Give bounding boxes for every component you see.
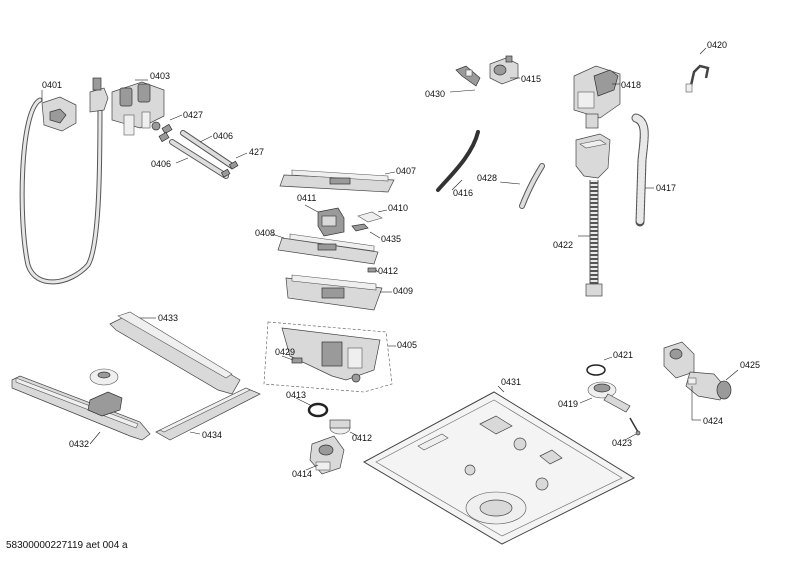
label-0433: 0433	[158, 313, 178, 323]
label-0406-b: 0406	[151, 159, 171, 169]
part-seal-ring-0413	[307, 402, 329, 418]
part-spray-arm-0432	[11, 375, 151, 441]
label-0424: 0424	[703, 416, 723, 426]
part-hook-0420	[685, 64, 710, 93]
label-0406-a: 0406	[213, 131, 233, 141]
label-0416: 0416	[453, 188, 473, 198]
part-pin-0412	[367, 267, 377, 273]
label-427: 427	[249, 147, 264, 157]
label-0421: 0421	[613, 350, 633, 360]
label-0407: 0407	[396, 166, 416, 176]
label-0425: 0425	[740, 360, 760, 370]
label-0418: 0418	[621, 80, 641, 90]
part-rail-0408	[277, 233, 379, 265]
part-sump-0422	[575, 133, 611, 297]
label-0414: 0414	[292, 469, 312, 479]
part-inlet-hose	[19, 77, 109, 285]
label-0434: 0434	[202, 430, 222, 440]
label-0405: 0405	[397, 340, 417, 350]
label-0419: 0419	[558, 399, 578, 409]
label-0432: 0432	[69, 439, 89, 449]
part-sensor-0415	[489, 55, 519, 85]
label-0401: 0401	[42, 80, 62, 90]
part-top-rail-0407	[279, 169, 395, 193]
part-hose-0416	[436, 130, 480, 192]
label-0409: 0409	[393, 286, 413, 296]
label-0423: 0423	[612, 438, 632, 448]
label-0415: 0415	[521, 74, 541, 84]
label-0431: 0431	[501, 377, 521, 387]
label-0412-b: 0412	[352, 433, 372, 443]
label-0412-a: 0412	[378, 266, 398, 276]
part-0435	[351, 223, 369, 232]
part-plate-0410	[357, 211, 383, 223]
part-drain-hose-0417	[631, 113, 649, 227]
label-0427: 0427	[183, 110, 203, 120]
label-0408: 0408	[255, 228, 275, 238]
part-disc	[89, 368, 119, 386]
part-clips-427	[220, 160, 239, 178]
part-pump-0418	[573, 65, 621, 129]
part-cap-0412	[329, 419, 351, 435]
part-base-tub-0431	[362, 391, 636, 545]
label-0413: 0413	[286, 390, 306, 400]
part-valve-0425	[663, 341, 732, 401]
label-0411: 0411	[297, 193, 316, 203]
label-0417: 0417	[656, 183, 676, 193]
part-tubes-0406	[169, 130, 235, 179]
part-screw-0429	[291, 357, 303, 364]
label-0429: 0429	[275, 347, 295, 357]
label-0428: 0428	[477, 173, 497, 183]
part-inlet-valve	[111, 81, 165, 136]
part-clip-0430	[455, 65, 481, 87]
part-sensor-0423	[629, 417, 641, 436]
part-ring-0421	[586, 364, 606, 376]
part-rail-0433	[109, 311, 241, 395]
part-heater-0419	[587, 381, 631, 413]
part-pump-0414	[309, 435, 345, 475]
part-hose-0428	[519, 163, 545, 209]
label-0420: 0420	[707, 40, 727, 50]
part-module-0411	[317, 207, 345, 237]
part-fittings-0427	[158, 123, 173, 143]
label-0410: 0410	[388, 203, 408, 213]
label-0403: 0403	[150, 71, 170, 81]
label-0430: 0430	[425, 89, 445, 99]
document-code: 58300000227119 aet 004 a	[6, 540, 128, 551]
part-assembly-0405	[263, 321, 393, 393]
part-rail-0434	[155, 387, 261, 441]
part-tray-0409	[285, 274, 383, 311]
label-0435: 0435	[381, 234, 401, 244]
label-0422: 0422	[553, 240, 573, 250]
